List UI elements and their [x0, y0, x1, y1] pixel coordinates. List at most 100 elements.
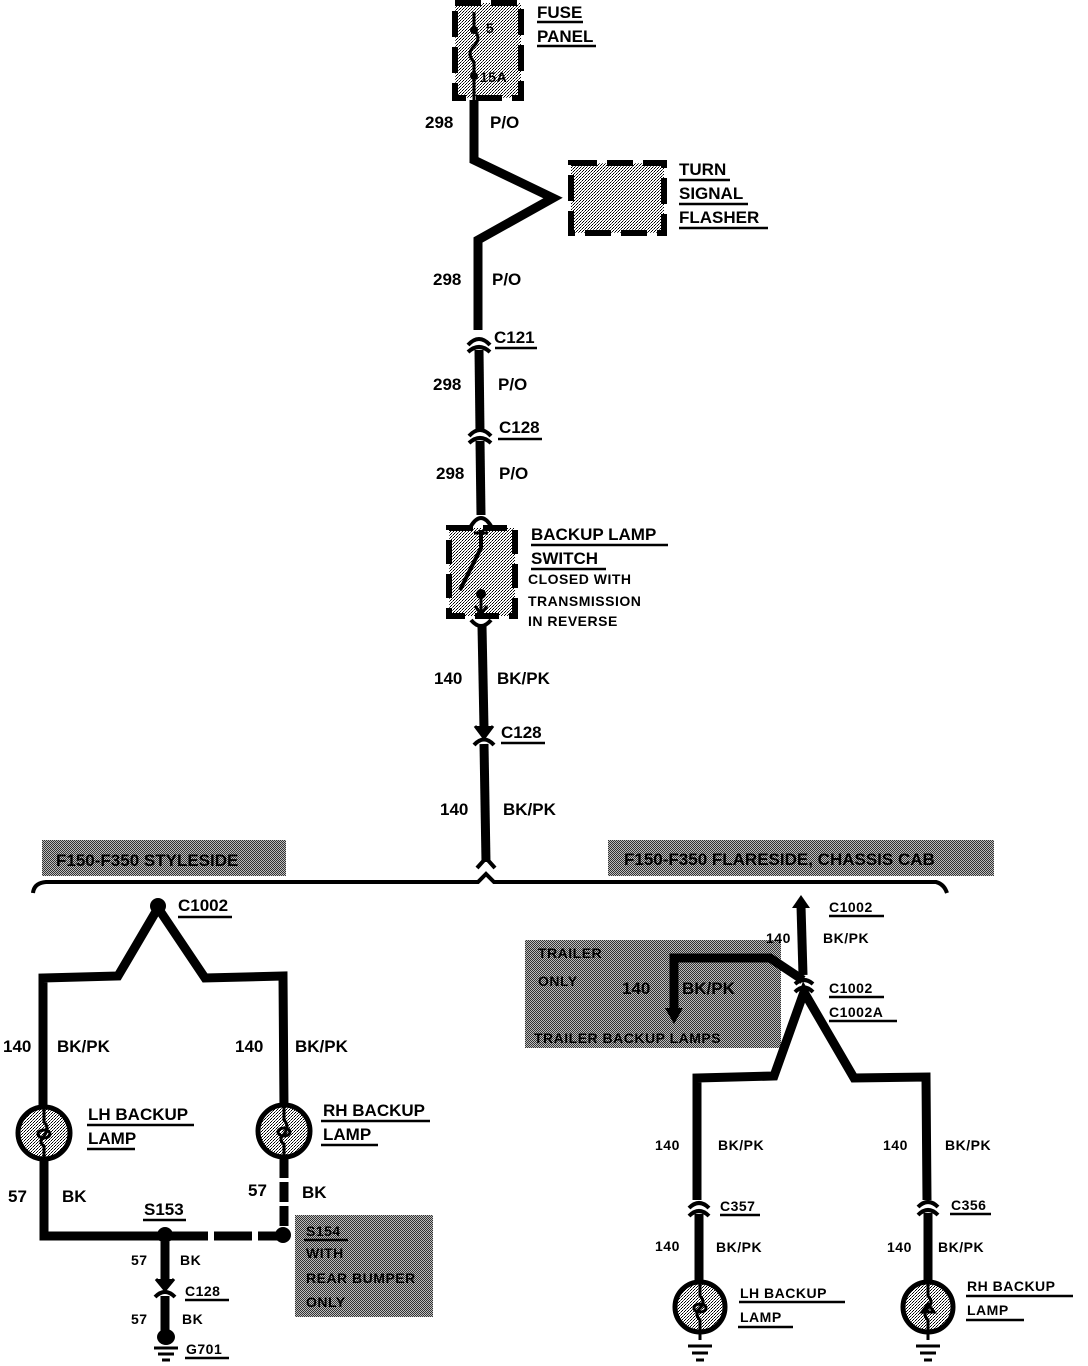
wire-color-label: BK	[62, 1187, 87, 1206]
wire-color-label: P/O	[490, 113, 519, 132]
connector-label-c1002: C1002	[829, 980, 873, 996]
wire-color-label: BK/PK	[503, 800, 557, 819]
bulb-icon	[39, 1108, 49, 1160]
switch-contact-icon	[458, 530, 483, 591]
bulb-icon	[923, 1283, 933, 1340]
wire-298	[474, 349, 485, 433]
fuse-icon	[468, 12, 480, 100]
arrow-down-icon	[665, 1008, 683, 1024]
fuse-rating: 15A	[480, 69, 507, 85]
connector-label-c1002: C1002	[178, 896, 228, 915]
variant-bracket	[31, 871, 949, 894]
backup-lamp-switch	[446, 516, 518, 628]
connector-label-c121: C121	[494, 328, 535, 347]
fuse-panel-label: PANEL	[537, 27, 593, 46]
splice-s154	[275, 1227, 291, 1243]
connector-c128	[472, 725, 496, 747]
wire-140	[479, 743, 491, 863]
wire-circuit-label: 140	[622, 979, 650, 998]
wire-color-label: BK/PK	[945, 1137, 991, 1153]
wire-140	[38, 899, 289, 1109]
bulb-icon	[279, 1106, 289, 1158]
wire-circuit-label: 140	[3, 1037, 31, 1056]
switch-label: BACKUP LAMP	[531, 525, 656, 544]
wire-color-label: P/O	[499, 464, 528, 483]
connector-c128-ground	[153, 1278, 177, 1299]
wire-color-label: BK/PK	[57, 1037, 111, 1056]
wire-color-label: BK	[302, 1183, 327, 1202]
variant-label-flareside: F150-F350 FLARESIDE, CHASSIS CAB	[624, 850, 935, 869]
connector-c357	[687, 1201, 711, 1218]
trailer-note: TRAILER	[538, 945, 602, 961]
lamp-label: RH BACKUP	[323, 1101, 425, 1120]
wire-color-label: P/O	[498, 375, 527, 394]
lh-backup-lamp-flareside	[672, 1279, 728, 1362]
s154-note: WITH	[306, 1245, 344, 1261]
wire-298	[475, 440, 486, 516]
rh-backup-lamp-styleside	[255, 1102, 313, 1160]
splice-label-s154: S154	[306, 1223, 341, 1239]
connector-label-c128: C128	[499, 418, 540, 437]
lamp-label: RH BACKUP	[967, 1278, 1056, 1294]
wire-circuit-label: 298	[433, 375, 461, 394]
flasher-label: FLASHER	[679, 208, 759, 227]
connector-c121	[466, 337, 492, 354]
turn-signal-flasher	[568, 160, 667, 236]
connector-c356	[916, 1200, 940, 1217]
wire-140	[692, 981, 932, 1201]
s154-note: REAR BUMPER	[306, 1270, 416, 1286]
switch-note: TRANSMISSION	[528, 593, 641, 609]
ground-icon	[154, 1329, 178, 1362]
variant-label-styleside: F150-F350 STYLESIDE	[56, 851, 238, 870]
wire-circuit-label: 140	[883, 1137, 908, 1153]
wire-circuit-label: 140	[655, 1238, 680, 1254]
trailer-note: ONLY	[538, 973, 578, 989]
wire-298	[469, 100, 563, 330]
wire-circuit-label: 140	[766, 930, 791, 946]
wire-circuit-label: 140	[655, 1137, 680, 1153]
connector-label-c1002: C1002	[829, 899, 873, 915]
wire-circuit-label: 57	[8, 1187, 27, 1206]
lamp-label: LAMP	[967, 1302, 1009, 1318]
connector-label-c128: C128	[501, 723, 542, 742]
wire-circuit-label: 298	[433, 270, 461, 289]
wire-circuit-label: 140	[887, 1239, 912, 1255]
connector-label-c128: C128	[185, 1283, 220, 1299]
fuse-panel: 5 15A	[452, 0, 524, 101]
wire-color-label: BK	[180, 1252, 201, 1268]
flareside-label-bg	[608, 840, 994, 876]
wire-circuit-label: 298	[436, 464, 464, 483]
wire-circuit-label: 140	[235, 1037, 263, 1056]
wire-color-label: BK/PK	[718, 1137, 764, 1153]
lh-backup-lamp-styleside	[15, 1104, 73, 1162]
wire-color-label: BK/PK	[716, 1239, 762, 1255]
splice-s153	[157, 1227, 173, 1243]
switch-label: SWITCH	[531, 549, 598, 568]
wire-57	[39, 1158, 160, 1241]
wire-color-label: BK/PK	[497, 669, 551, 688]
wire-circuit-label: 57	[131, 1311, 148, 1327]
wire-circuit-label: 57	[131, 1252, 148, 1268]
styleside-label-bg	[42, 840, 286, 876]
trailer-note: TRAILER BACKUP LAMPS	[534, 1030, 721, 1046]
connector-c128	[467, 428, 493, 445]
lamp-label: LAMP	[88, 1129, 136, 1148]
fuse-number: 5	[486, 20, 494, 36]
s154-note: ONLY	[306, 1294, 346, 1310]
wire-140	[477, 625, 489, 729]
wire-color-label: P/O	[492, 270, 521, 289]
flasher-label: SIGNAL	[679, 184, 743, 203]
fuse-panel-label: FUSE	[537, 3, 582, 22]
wire-color-label: BK/PK	[823, 930, 869, 946]
wire-color-label: BK	[182, 1311, 203, 1327]
rh-backup-lamp-flareside	[900, 1279, 956, 1362]
wire-140	[796, 905, 808, 976]
ground-label-g701: G701	[186, 1341, 222, 1357]
lamp-label: LH BACKUP	[740, 1285, 827, 1301]
arrow-up-icon	[792, 895, 810, 908]
s154-note-bg	[295, 1215, 433, 1317]
connector-label-c357: C357	[720, 1198, 755, 1214]
wire-circuit-label: 140	[440, 800, 468, 819]
wire-circuit-label: 298	[425, 113, 453, 132]
